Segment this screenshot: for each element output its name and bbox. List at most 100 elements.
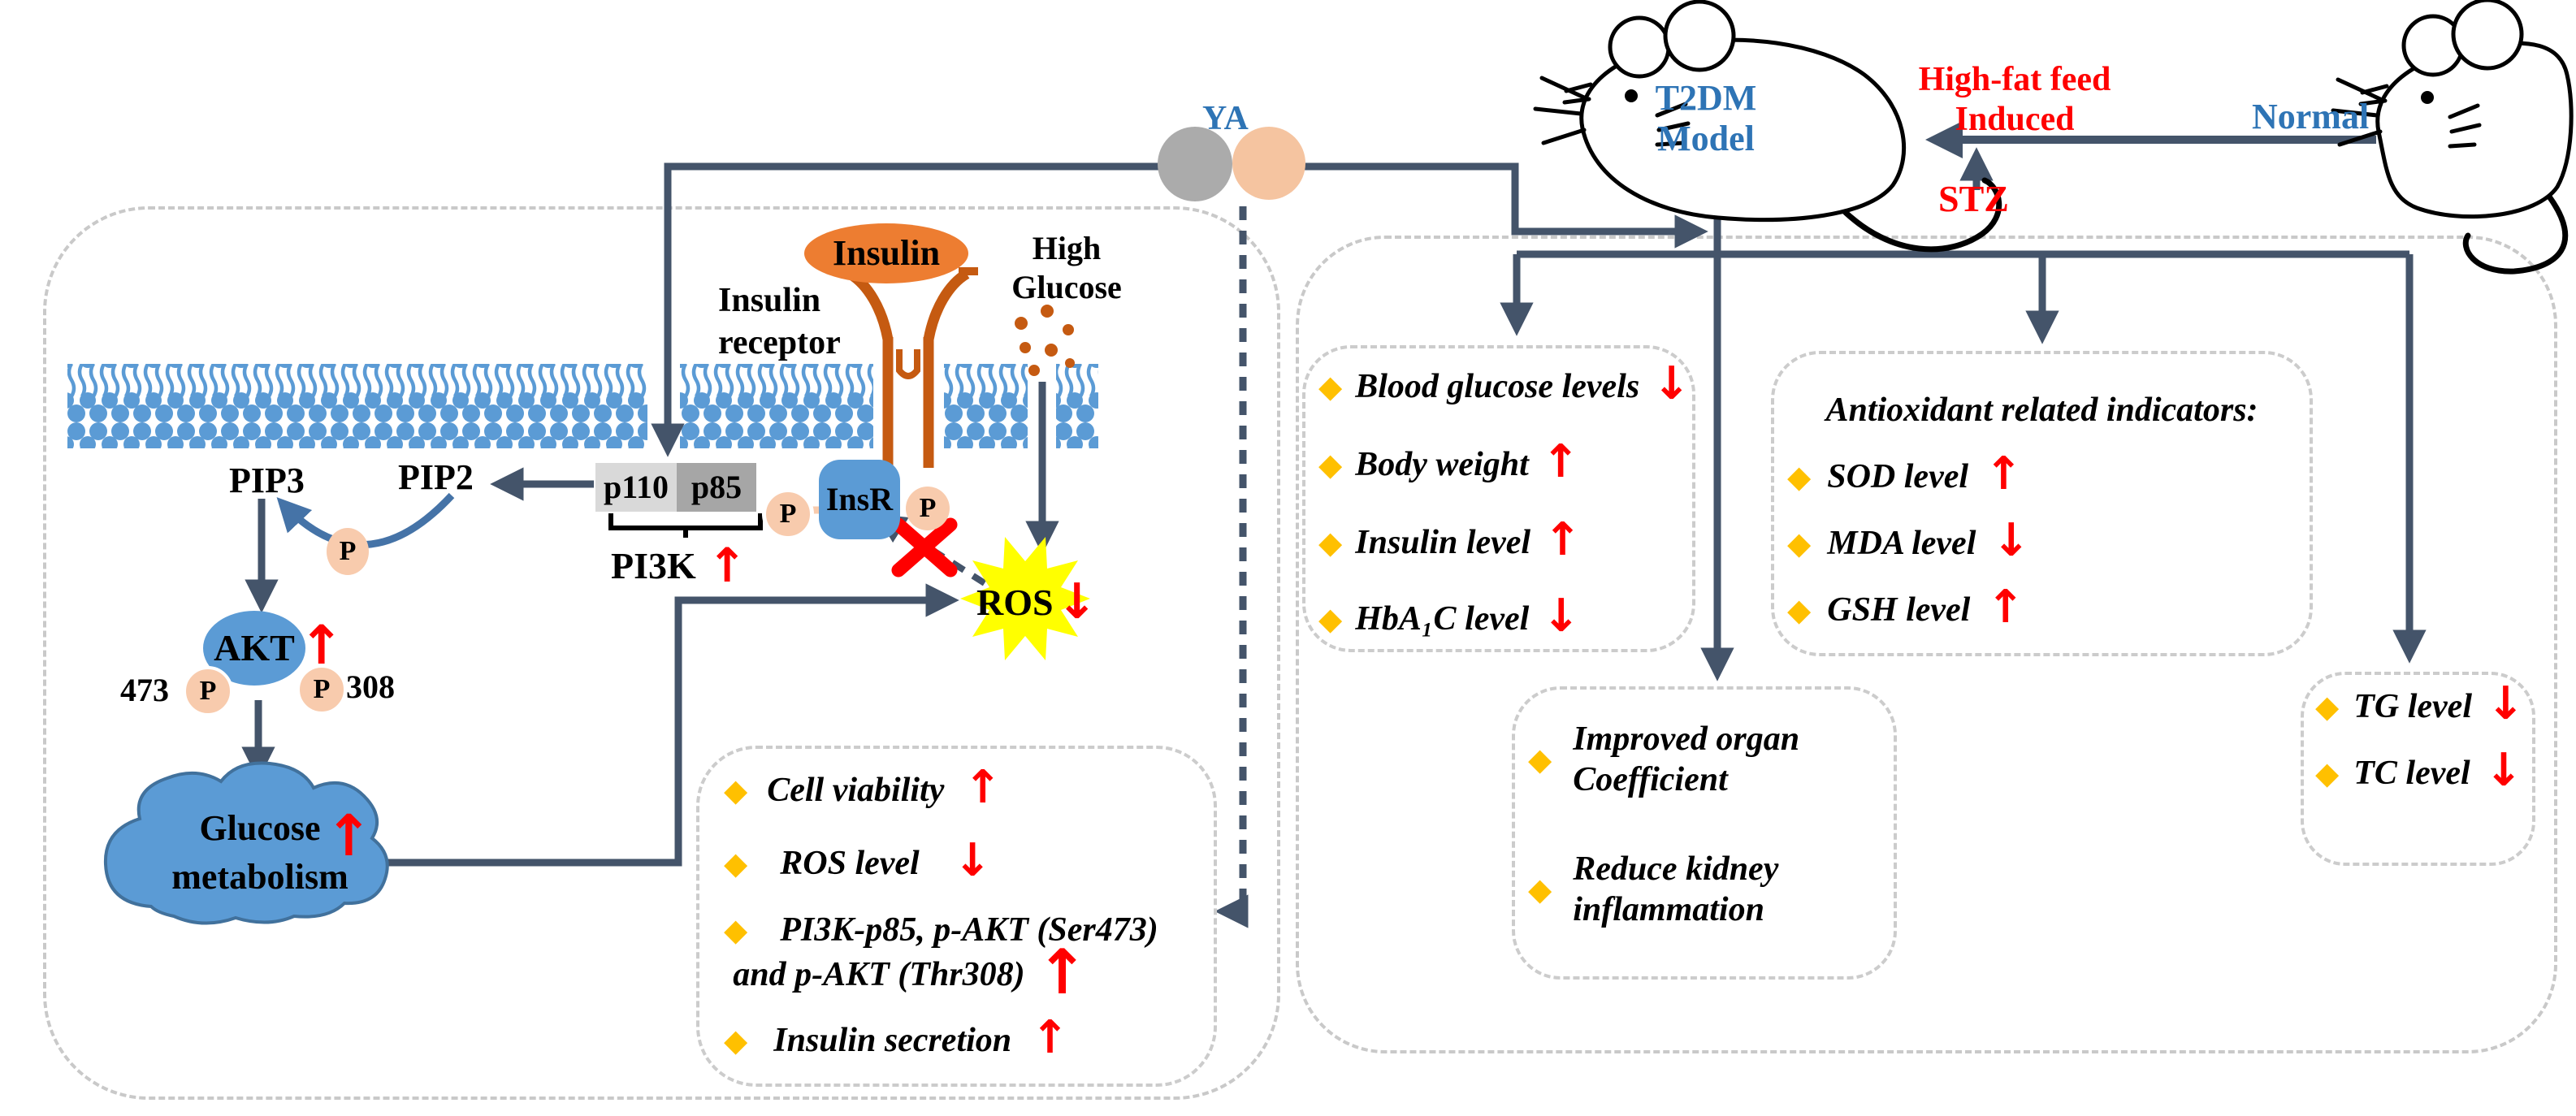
normal-mouse-illustration <box>2331 0 2574 275</box>
ros-burst-icon <box>960 537 1090 660</box>
receptor-line1: Insulin <box>718 282 821 319</box>
phospho-p-circle-arc: P <box>327 528 369 575</box>
down-arrow-icon: ↓ <box>1652 357 1691 410</box>
result-text: ROS level <box>780 845 920 882</box>
down-arrow-icon: ↓ <box>953 834 992 887</box>
cell-membrane <box>67 364 1098 448</box>
up-arrow-icon: ↑ <box>1986 581 2025 634</box>
pip2-to-pip3-arc <box>276 492 455 549</box>
result-text-line2: Coefficient <box>1573 761 1728 798</box>
high-glucose-line2: Glucose <box>1011 269 1122 305</box>
down-arrow-icon: ↓ <box>2484 744 2523 797</box>
p-label: P <box>779 499 797 529</box>
thr308-label: 308 <box>346 668 395 705</box>
p-label: P <box>919 493 937 523</box>
diamond-bullet-icon: ◆ <box>1318 447 1343 482</box>
list-item: ◆ TG level ↓ <box>2315 677 2525 730</box>
high-glucose-label: High Glucose <box>998 229 1136 307</box>
phospho-p-circle-p85: P <box>762 488 814 540</box>
highfat-line1: High-fat feed <box>1918 61 2111 98</box>
diamond-bullet-icon: ◆ <box>2315 755 2340 791</box>
result-text-line2: inflammation <box>1573 891 1764 928</box>
t2dm-line2: Model <box>1657 119 1755 158</box>
lipid-results-box: ◆ TG level ↓ ◆ TC level ↓ <box>2301 672 2535 866</box>
t2dm-mouse-illustration <box>1533 0 2002 253</box>
list-item: ◆ ROS level ↓ <box>724 834 992 887</box>
result-text: Insulin secretion <box>773 1022 1012 1059</box>
down-arrow-icon: ↓ <box>1992 514 2031 567</box>
list-item: ◆ Cell viability ↑ <box>724 761 1002 814</box>
glucose-metabolism-label: Glucose metabolism <box>150 804 370 902</box>
ros-label: ROS ↓ <box>976 573 1098 630</box>
list-item: ◆ HbA₁C level ↓ <box>1318 590 1581 642</box>
antioxidant-results-box: Antioxidant related indicators: ◆ SOD le… <box>1771 351 2313 656</box>
p110-label: p110 <box>603 469 669 505</box>
p-label: P <box>313 674 331 704</box>
up-arrow-icon: ↑ <box>963 761 1002 814</box>
diamond-bullet-icon: ◆ <box>1318 525 1343 560</box>
glucose-to-ros-arrow <box>375 583 959 867</box>
diamond-bullet-icon: ◆ <box>724 772 748 808</box>
list-item: ◆ Insulin level ↑ <box>1318 513 1582 566</box>
cell-pathway-container <box>43 206 1280 1100</box>
diamond-bullet-icon: ◆ <box>1528 742 1552 777</box>
diamond-bullet-icon: ◆ <box>1318 601 1343 637</box>
result-text: TG level <box>2353 688 2472 725</box>
p110-subunit-box: p110 <box>595 463 677 512</box>
ya-label: YA <box>1202 100 1249 137</box>
p-label: P <box>199 676 217 706</box>
down-arrow-icon: ↓ <box>2486 677 2525 730</box>
insr-box: InsR <box>819 460 900 539</box>
p-label: P <box>339 536 357 566</box>
phospho-p-circle-473: P <box>183 666 233 716</box>
stz-label: STZ <box>1938 178 2009 219</box>
highfat-line2: Induced <box>1955 101 2075 138</box>
phospho-p-circle-insr: P <box>906 487 950 530</box>
list-item: ◆ SOD level ↑ <box>1787 452 2023 497</box>
phospho-p-circle-308: P <box>297 664 347 715</box>
pip3-label: PIP3 <box>229 461 305 500</box>
t2dm-line1: T2DM <box>1655 78 1757 118</box>
receptor-line2: receptor <box>718 324 841 361</box>
diamond-bullet-icon: ◆ <box>1787 592 1812 628</box>
list-item: ◆ Reduce kidney inflammation <box>1528 849 1778 930</box>
gm-line1: Glucose <box>199 808 321 848</box>
diamond-bullet-icon: ◆ <box>724 1023 748 1058</box>
diamond-bullet-icon: ◆ <box>1528 872 1552 907</box>
diamond-bullet-icon: ◆ <box>724 846 748 881</box>
result-text-line1: Improved organ <box>1573 720 1800 758</box>
down-arrow-icon: ↓ <box>1542 590 1581 642</box>
up-arrow-icon: ↑ <box>1543 513 1582 566</box>
list-item: ◆ Insulin secretion ↑ <box>724 1011 1070 1064</box>
ros-down-arrow: ↓ <box>1056 573 1098 630</box>
up-arrow-icon: ↑ <box>1031 1011 1070 1064</box>
list-item: ◆ PI3K-p85, p-AKT (Ser473) and p-AKT (Th… <box>724 910 1158 1008</box>
ya-peach-circle <box>1232 127 1305 200</box>
diamond-bullet-icon: ◆ <box>1787 459 1812 495</box>
insulin-ellipse: Insulin <box>804 223 968 283</box>
list-item: ◆ Body weight ↑ <box>1318 439 1580 485</box>
insr-label: InsR <box>825 481 894 517</box>
gm-up-arrow: ↑ <box>325 802 373 869</box>
high-glucose-line1: High <box>1032 230 1102 266</box>
glucose-metabolism-cloud <box>103 761 389 925</box>
diamond-bullet-icon: ◆ <box>2315 689 2340 725</box>
normal-label: Normal <box>2252 97 2370 136</box>
t2dm-model-label: T2DM Model <box>1637 78 1775 159</box>
result-text: Blood glucose levels <box>1355 368 1640 405</box>
result-text-line1: PI3K-p85, p-AKT (Ser473) <box>780 911 1158 949</box>
result-text: MDA level <box>1827 525 1976 562</box>
p85-subunit-box: p85 <box>677 463 756 512</box>
organ-results-box: ◆ Improved organ Coefficient ◆ Reduce ki… <box>1512 686 1897 980</box>
insulin-label: Insulin <box>832 233 941 273</box>
pathway-arrows <box>241 120 2427 867</box>
in-vivo-results-container <box>1296 236 2557 1053</box>
up-arrow-icon: ↑ <box>1036 936 1089 1008</box>
result-text: GSH level <box>1827 591 1971 629</box>
pi3k-text: PI3K <box>611 544 696 586</box>
result-text: HbA₁C level <box>1355 600 1530 638</box>
diamond-bullet-icon: ◆ <box>724 912 748 948</box>
ser473-label: 473 <box>120 672 169 708</box>
